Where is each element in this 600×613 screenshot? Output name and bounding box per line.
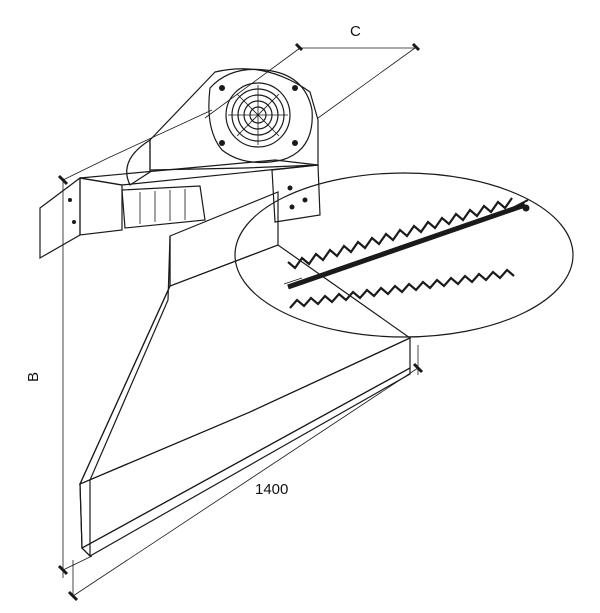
fan-icon: [219, 82, 298, 148]
blower-housing: [126, 68, 319, 186]
nozzle-body: [78, 191, 412, 558]
mounting-bracket: [39, 159, 321, 260]
dimension-label-length: 1400: [255, 481, 288, 498]
dimension-c: C: [204, 23, 421, 119]
heating-element-icon: [283, 197, 530, 309]
dimension-label-c: C: [350, 23, 361, 40]
dimension-length: 1400: [67, 345, 424, 602]
dimension-label-b: B: [25, 372, 42, 382]
dimension-b: B: [25, 109, 213, 578]
heater-detail-callout: [234, 172, 574, 338]
